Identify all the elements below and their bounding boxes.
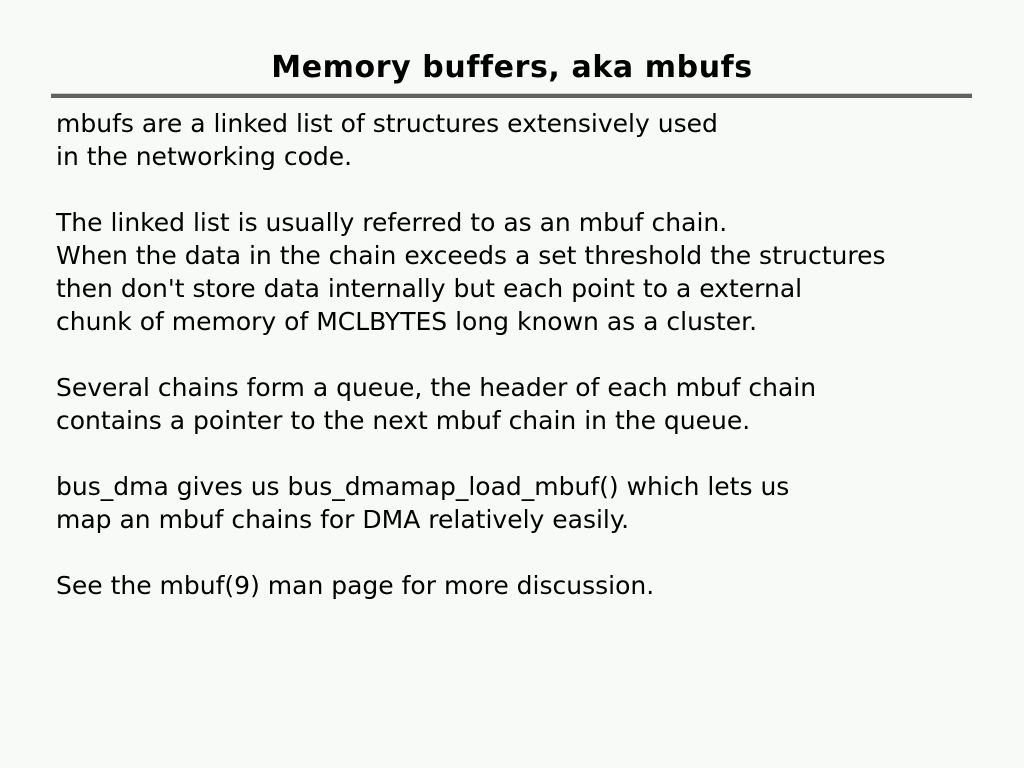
text-line: in the networking code.	[56, 142, 353, 171]
text-line: mbufs are a linked list of structures ex…	[56, 109, 718, 138]
text-line: then don't store data internally but eac…	[56, 274, 803, 303]
text-line: contains a pointer to the next mbuf chai…	[56, 406, 751, 435]
text-line: The linked list is usually referred to a…	[56, 208, 728, 237]
paragraph: Several chains form a queue, the header …	[56, 371, 996, 437]
paragraph: mbufs are a linked list of structures ex…	[56, 107, 996, 173]
text-line: map an mbuf chains for DMA relatively ea…	[56, 505, 630, 534]
paragraph: The linked list is usually referred to a…	[56, 206, 996, 338]
text-line: bus_dma gives us bus_dmamap_load_mbuf() …	[56, 472, 790, 501]
text-line: When the data in the chain exceeds a set…	[56, 241, 886, 270]
paragraph: bus_dma gives us bus_dmamap_load_mbuf() …	[56, 470, 996, 536]
paragraph: See the mbuf(9) man page for more discus…	[56, 569, 996, 602]
text-line: Several chains form a queue, the header …	[56, 373, 817, 402]
slide-body-text: mbufs are a linked list of structures ex…	[56, 107, 996, 602]
page-title: Memory buffers, aka mbufs	[271, 50, 753, 85]
title-divider	[51, 93, 972, 98]
text-line: chunk of memory of MCLBYTES long known a…	[56, 307, 758, 336]
text-line: See the mbuf(9) man page for more discus…	[56, 571, 655, 600]
